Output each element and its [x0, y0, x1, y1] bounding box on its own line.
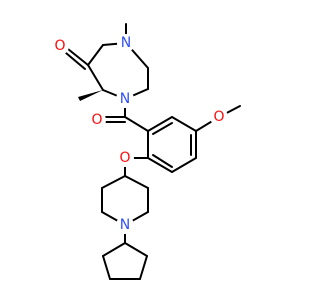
bond	[152, 122, 173, 135]
bond-layer	[65, 23, 241, 280]
bond	[65, 52, 86, 70]
atom-label-layer: O N N O O O N	[51, 34, 228, 234]
bond	[87, 64, 104, 91]
bond	[87, 44, 104, 66]
atom-label-oxygen: O	[119, 150, 130, 166]
bond	[147, 116, 173, 132]
atom-label-nitrogen: N	[120, 91, 130, 107]
bond	[124, 242, 148, 257]
stereo-wedge-bond	[78, 90, 103, 101]
atom-label-oxygen: O	[91, 112, 102, 128]
bond	[171, 116, 197, 132]
atom-label-oxygen: O	[54, 38, 65, 54]
bond	[139, 255, 148, 280]
bond	[102, 242, 126, 257]
bond	[147, 157, 173, 173]
atom-label-oxygen: O	[213, 109, 224, 125]
bond	[124, 175, 149, 189]
bond	[124, 116, 149, 132]
bond	[67, 48, 89, 66]
atom-label-nitrogen: N	[121, 35, 131, 51]
structure-canvas: O N N O O O N	[51, 23, 241, 280]
atom-label-nitrogen: N	[120, 217, 130, 233]
bond	[101, 175, 126, 189]
bond	[102, 255, 111, 280]
bond	[152, 154, 173, 168]
bond	[171, 157, 197, 173]
molecule-structure: O N N O O O N	[51, 23, 241, 280]
